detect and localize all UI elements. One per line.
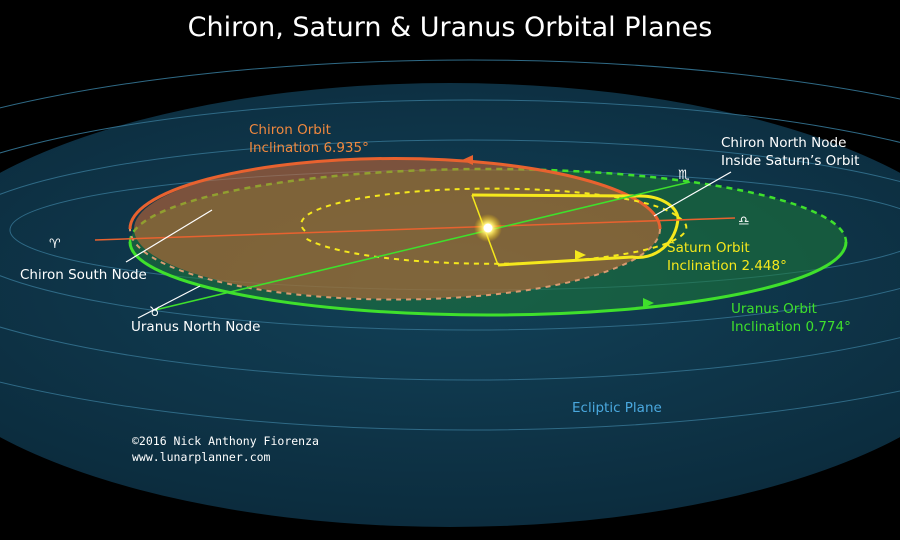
chiron-inclination-label: Inclination 6.935°	[249, 140, 369, 156]
aries-glyph: ♈	[49, 237, 61, 252]
sun-icon	[474, 214, 502, 242]
chiron-line-of-nodes	[94, 217, 736, 241]
uranus-line-of-nodes	[154, 181, 691, 311]
saturn-orbit-solid-arc	[471, 193, 680, 267]
chiron-north-node-label: Chiron North Node	[721, 135, 846, 151]
chiron-south-node-leader	[125, 209, 213, 263]
website-text: www.lunarplanner.com	[132, 450, 271, 464]
copyright-text: ©2016 Nick Anthony Fiorenza	[132, 434, 319, 448]
uranus-north-node-leader	[137, 285, 201, 319]
libra-glyph: ♎	[738, 214, 750, 229]
ecliptic-ring	[0, 59, 900, 431]
page-title: Chiron, Saturn & Uranus Orbital Planes	[188, 12, 713, 43]
ecliptic-plane-label: Ecliptic Plane	[572, 400, 662, 416]
taurus-glyph: ♉	[149, 305, 161, 320]
ecliptic-ring	[0, 99, 900, 381]
leader-lines	[125, 171, 732, 319]
saturn-orbit	[300, 187, 688, 267]
chiron-orbit-label: Chiron Orbit	[249, 122, 331, 138]
ecliptic-ring	[0, 139, 900, 331]
uranus-orbit-near-arc	[128, 241, 848, 317]
chiron-north-node-leader	[653, 171, 732, 217]
uranus-orbit-label: Uranus Orbit	[731, 301, 817, 317]
chiron-north-node-sublabel: Inside Saturn’s Orbit	[721, 153, 859, 169]
uranus-direction-arrow	[643, 298, 654, 308]
chiron-direction-arrow	[462, 155, 473, 165]
saturn-orbit-label: Saturn Orbit	[667, 240, 750, 256]
scorpio-glyph: ♏	[678, 168, 690, 183]
chiron-south-node-label: Chiron South Node	[20, 267, 147, 283]
chiron-orbit-near-arc	[129, 228, 661, 301]
uranus-north-node-label: Uranus North Node	[131, 319, 260, 335]
saturn-inclination-label: Inclination 2.448°	[667, 258, 787, 274]
uranus-inclination-label: Inclination 0.774°	[731, 319, 851, 335]
saturn-orbit-far-arc	[300, 187, 679, 232]
saturn-direction-arrow	[575, 250, 586, 260]
